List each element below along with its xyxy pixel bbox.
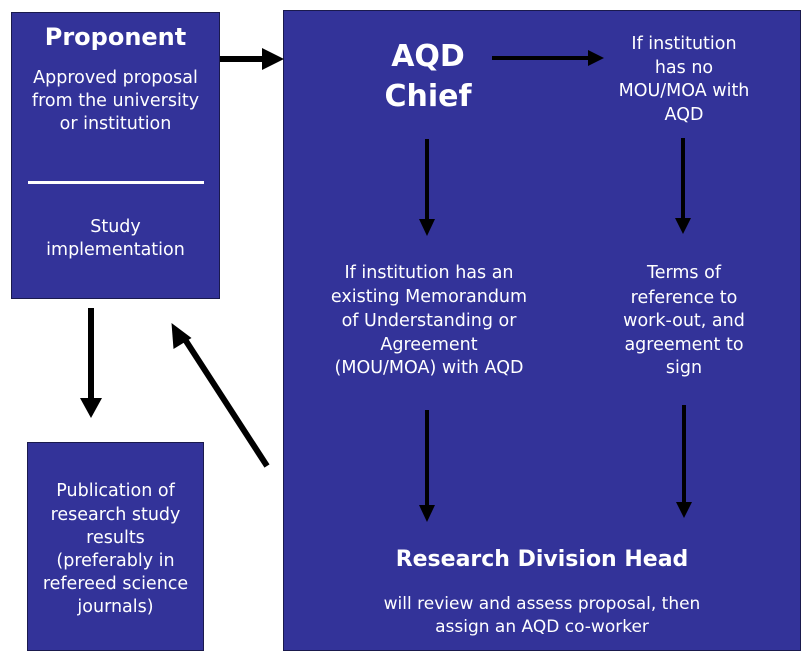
no-mou-line-1: If institution [631,34,737,54]
no-mou-line-2: has no [654,58,714,78]
arrow-proponent-to-aqd [220,48,284,70]
publication-line-5: refereed science [42,574,189,594]
aqd-box: AQD Chief If institution has no MOU/MOA … [283,10,801,651]
no-mou-line-3: MOU/MOA with [618,81,750,101]
aqd-chief-line-1: AQD [391,39,465,74]
has-mou-line-1: If institution has an [344,263,514,283]
arrow-chief-to-has-mou [419,139,435,236]
arrow-has-mou-to-research-head [419,410,435,522]
publication-line-2: research study [50,505,181,525]
publication-line-6: journals) [77,597,154,617]
terms-line-5: sign [665,358,703,378]
arrow-no-mou-to-terms [675,138,691,234]
research-head-line-1: will review and assess proposal, then [383,594,701,614]
has-mou-line-2: existing Memorandum [330,287,528,307]
publication-line-4: (preferably in [56,551,175,571]
terms-line-1: Terms of [647,263,721,283]
arrow-chief-to-no-mou [492,50,604,66]
publication-line-1: Publication of [56,481,175,501]
research-head-title: Research Division Head [395,547,689,572]
proponent-line-3: or institution [59,114,172,134]
study-line-1: Study [90,217,141,237]
study-line-2: implementation [46,240,185,260]
proponent-title: Proponent [44,23,187,51]
no-mou-line-4: AQD [664,105,704,125]
proponent-line-2: from the university [31,91,200,111]
arrow-proponent-to-publication [80,308,102,418]
terms-line-4: agreement to [624,335,744,355]
proponent-divider [28,181,204,184]
terms-line-3: work-out, and [623,311,745,331]
proponent-box: Proponent Approved proposal from the uni… [11,12,220,299]
arrow-aqd-to-proponent [171,323,270,468]
has-mou-line-3: of Understanding or [341,311,517,331]
aqd-chief-line-2: Chief [384,79,472,114]
terms-line-2: reference to [630,288,738,308]
has-mou-line-5: (MOU/MOA) with AQD [334,358,524,378]
research-head-line-2: assign an AQD co-worker [435,617,649,637]
publication-line-3: results [86,528,145,548]
proponent-line-1: Approved proposal [33,68,198,88]
arrow-terms-to-research-head [676,405,692,518]
publication-box: Publication of research study results (p… [27,442,204,651]
has-mou-line-4: Agreement [380,335,478,355]
